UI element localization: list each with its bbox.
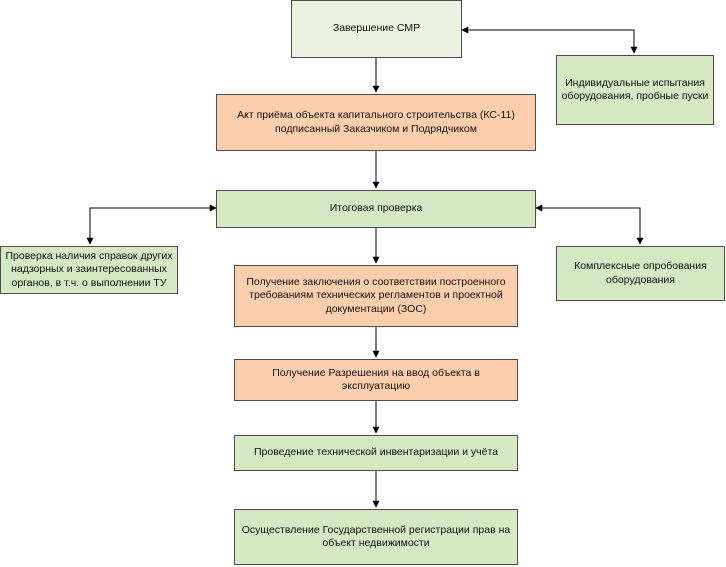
node-acceptance-act-label: Акт приёма объекта капитального строител… <box>237 109 515 135</box>
node-final-check-label: Итоговая проверка <box>329 202 423 215</box>
node-certificates-check-label: Проверка наличия справок других надзорны… <box>5 250 173 289</box>
node-technical-inventory-label: Проведение технической инвентаризации и … <box>254 446 498 459</box>
node-conformity-conclusion: Получение заключения о соответствии пост… <box>234 265 518 327</box>
node-state-registration-label: Осуществление Государственной регистраци… <box>241 523 511 549</box>
node-individual-tests-label: Индивидуальные испытания оборудования, п… <box>561 76 709 102</box>
node-state-registration: Осуществление Государственной регистраци… <box>234 509 518 565</box>
node-final-check: Итоговая проверка <box>216 190 536 228</box>
node-completion: Завершение СМР <box>291 0 462 58</box>
arrow-final-check-complex-tests <box>535 204 644 245</box>
node-commissioning-permit: Получение Разрешения на ввод объекта в э… <box>234 359 518 401</box>
node-individual-tests: Индивидуальные испытания оборудования, п… <box>556 55 714 125</box>
node-commissioning-permit-label: Получение Разрешения на ввод объекта в э… <box>272 366 480 392</box>
node-completion-label: Завершение СМР <box>332 22 421 35</box>
arrow-final-check-certificates <box>86 204 217 245</box>
node-complex-tests-label: Комплексные опробования оборудования <box>574 260 707 286</box>
node-technical-inventory: Проведение технической инвентаризации и … <box>234 435 518 471</box>
node-complex-tests: Комплексные опробования оборудования <box>556 246 725 301</box>
node-certificates-check: Проверка наличия справок других надзорны… <box>0 246 178 294</box>
node-acceptance-act: Акт приёма объекта капитального строител… <box>216 94 536 151</box>
arrow-completion-individual-tests <box>461 26 638 54</box>
node-conformity-conclusion-label: Получение заключения о соответствии пост… <box>246 276 506 315</box>
